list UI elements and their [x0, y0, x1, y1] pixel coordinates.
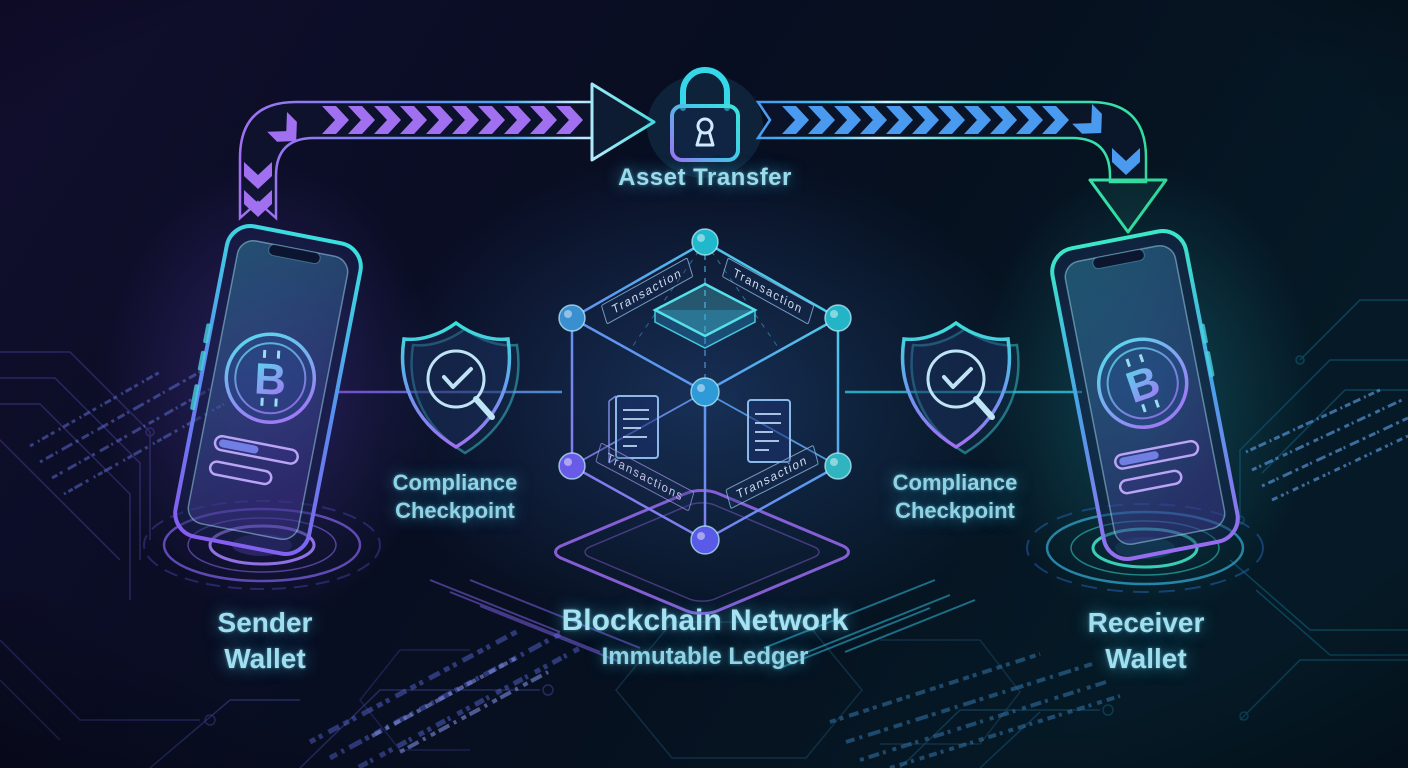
sender-wallet-label-line2: Wallet: [224, 643, 306, 674]
blockchain-cube: [558, 228, 852, 555]
sender-wallet-label-line1: Sender: [217, 607, 313, 638]
receiver-phone: B: [1050, 229, 1240, 561]
bitcoin-icon: B: [224, 332, 317, 424]
arrowhead-right-icon: [590, 82, 656, 162]
receiver-wallet-label-line1: Receiver: [1087, 607, 1205, 638]
sender-phone: B: [173, 224, 363, 556]
compliance-right-label-line1: Compliance: [892, 470, 1018, 495]
phone-notch: [268, 244, 321, 265]
asset-transfer-label: Asset Transfer: [618, 164, 792, 191]
phone-notch: [1092, 249, 1145, 270]
bitcoin-symbol: B: [253, 354, 287, 405]
arrowhead-down-icon: [1088, 178, 1168, 234]
cube-top-platform: [652, 282, 758, 349]
padlock-icon: [647, 67, 763, 178]
phone-side-buttons: [190, 323, 212, 411]
ledger-document-icon-right: [747, 399, 791, 463]
compliance-shield-right: [900, 320, 1020, 455]
sender-pedestal: [143, 500, 381, 590]
magnifier-check-icon: [426, 349, 495, 420]
transfer-arrow-left: [238, 82, 656, 221]
magnifier-check-icon: [926, 349, 995, 420]
wallet-balance-bars: [208, 434, 299, 486]
bitcoin-icon: B: [1096, 337, 1189, 429]
compliance-left-label-line2: Checkpoint: [395, 498, 515, 523]
phone-side-buttons: [1199, 323, 1215, 377]
network-nodes: [558, 228, 852, 555]
cube-base-platform: [429, 487, 976, 669]
wallet-balance-bars: [1114, 439, 1200, 495]
compliance-right-label-line2: Checkpoint: [895, 498, 1015, 523]
compliance-left-label-line1: Compliance: [392, 470, 518, 495]
receiver-wallet-label-line2: Wallet: [1105, 643, 1187, 674]
transfer-arrow-right: [755, 100, 1168, 234]
immutable-ledger-subtitle: Immutable Ledger: [601, 643, 809, 670]
blockchain-network-title: Blockchain Network: [561, 604, 849, 637]
compliance-shield-left: [400, 320, 520, 455]
ledger-document-icon-left: [608, 395, 659, 464]
